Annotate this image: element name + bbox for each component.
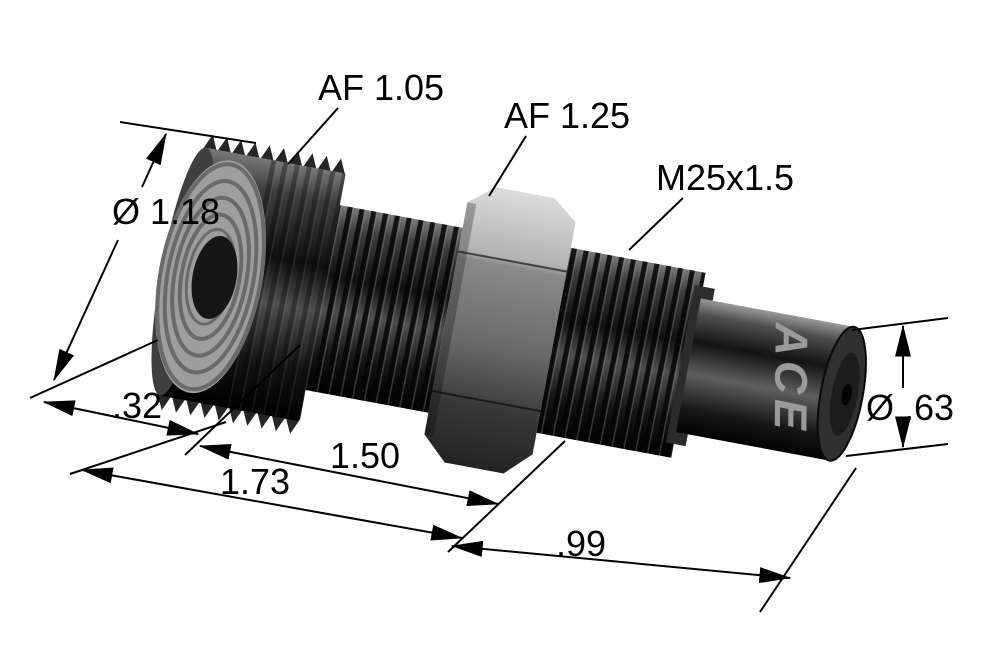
leader-line-af-large xyxy=(488,135,527,197)
thread-section-front xyxy=(303,204,463,413)
locknut-bore xyxy=(191,235,238,319)
label-thread-spec: M25x1.5 xyxy=(656,157,794,198)
dimension-line-front-length xyxy=(80,467,464,541)
label-af-small: AF 1.05 xyxy=(318,67,444,108)
dimension-annotations: AF 1.05 AF 1.25 M25x1.5 Ø 1.18 .32 1.50 … xyxy=(29,67,954,613)
knurled-locknut xyxy=(151,134,346,434)
extension-line-dia118-top xyxy=(119,121,257,144)
extension-line-locknut-bottom xyxy=(69,421,227,475)
label-thread-length: 1.50 xyxy=(330,435,400,476)
leader-line-thread-spec xyxy=(628,197,684,251)
label-af-large: AF 1.25 xyxy=(504,95,630,136)
leader-line-af-small xyxy=(287,107,339,165)
label-rear-dia: Ø .63 xyxy=(866,387,954,428)
hex-nut xyxy=(424,187,576,474)
label-front-length: 1.73 xyxy=(220,461,290,502)
thread-section-rear xyxy=(536,247,706,458)
label-locknut-outer-dia: Ø 1.18 xyxy=(112,191,220,232)
rear-cylinder xyxy=(676,298,855,461)
dimension-line-dia118-lower xyxy=(53,239,119,382)
dimension-line-rear-length xyxy=(450,540,792,584)
component-body: ACE xyxy=(151,134,867,474)
dimension-line-locknut-width xyxy=(42,400,200,436)
extension-line-locknut-right xyxy=(184,344,301,456)
extension-line-thread-end xyxy=(447,440,566,553)
extension-line-cutface-bottom xyxy=(29,339,159,399)
extension-line-dia63-top xyxy=(851,317,949,331)
label-locknut-width: .32 xyxy=(112,385,162,426)
extension-line-dia63-bottom xyxy=(845,443,949,457)
end-cap xyxy=(816,325,867,462)
label-rear-length: .99 xyxy=(556,523,606,564)
extension-line-end-cap xyxy=(759,467,857,613)
cutaway-section xyxy=(155,160,267,394)
brand-marking: ACE xyxy=(765,321,818,435)
dimension-line-dia118-upper xyxy=(141,132,167,188)
